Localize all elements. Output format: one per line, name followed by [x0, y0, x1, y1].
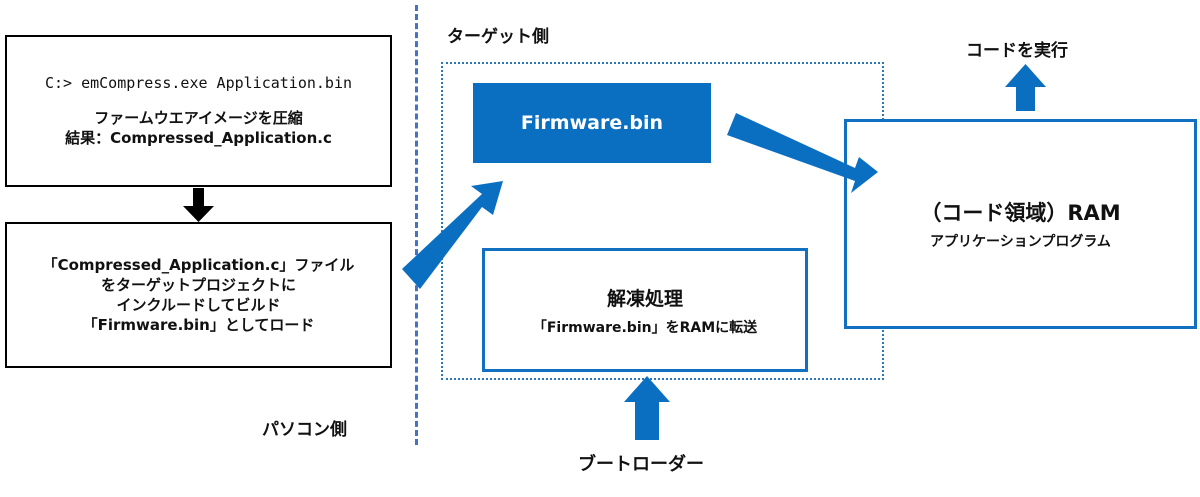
- build-line-4: 「Firmware.bin」としてロード: [82, 316, 315, 334]
- up-arrow-execute: [1005, 64, 1046, 111]
- ram-box: （コード領域）RAM アプリケーションプログラム: [844, 119, 1197, 329]
- decompress-subtitle: 「Firmware.bin」をRAMに転送: [532, 319, 758, 336]
- compress-command-text: C:> emCompress.exe Application.bin: [44, 74, 353, 92]
- compress-description: ファームウエアイメージを圧縮: [94, 109, 303, 127]
- decompress-box: 解凍処理 「Firmware.bin」をRAMに転送: [482, 248, 808, 372]
- ram-title: （コード領域）RAM: [920, 201, 1121, 225]
- up-arrow-bootloader: [624, 376, 670, 440]
- pc-side-label: パソコン側: [262, 420, 347, 440]
- side-divider: [415, 5, 418, 445]
- compress-result: 結果：Compressed_Application.c: [65, 129, 332, 147]
- firmware-box: Firmware.bin: [473, 83, 711, 163]
- arrow-firmware-to-ram: [727, 113, 878, 193]
- compress-command-box: C:> emCompress.exe Application.bin ファームウ…: [5, 35, 392, 187]
- diagonal-arrow-to-firmware: [402, 181, 503, 289]
- execute-code-label: コードを実行: [966, 41, 1068, 61]
- decompress-title: 解凍処理: [606, 287, 683, 310]
- build-box: 「Compressed_Application.c」ファイル をターゲットプロジ…: [5, 222, 392, 368]
- build-line-1: 「Compressed_Application.c」ファイル: [42, 256, 355, 274]
- target-side-label: ターゲット側: [447, 27, 549, 47]
- build-line-2: をターゲットプロジェクトに: [100, 276, 296, 294]
- bootloader-label: ブートローダー: [578, 454, 704, 475]
- down-arrow-black: [183, 188, 214, 222]
- ram-subtitle: アプリケーションプログラム: [930, 234, 1111, 250]
- build-line-3: インクルードしてビルド: [116, 296, 281, 314]
